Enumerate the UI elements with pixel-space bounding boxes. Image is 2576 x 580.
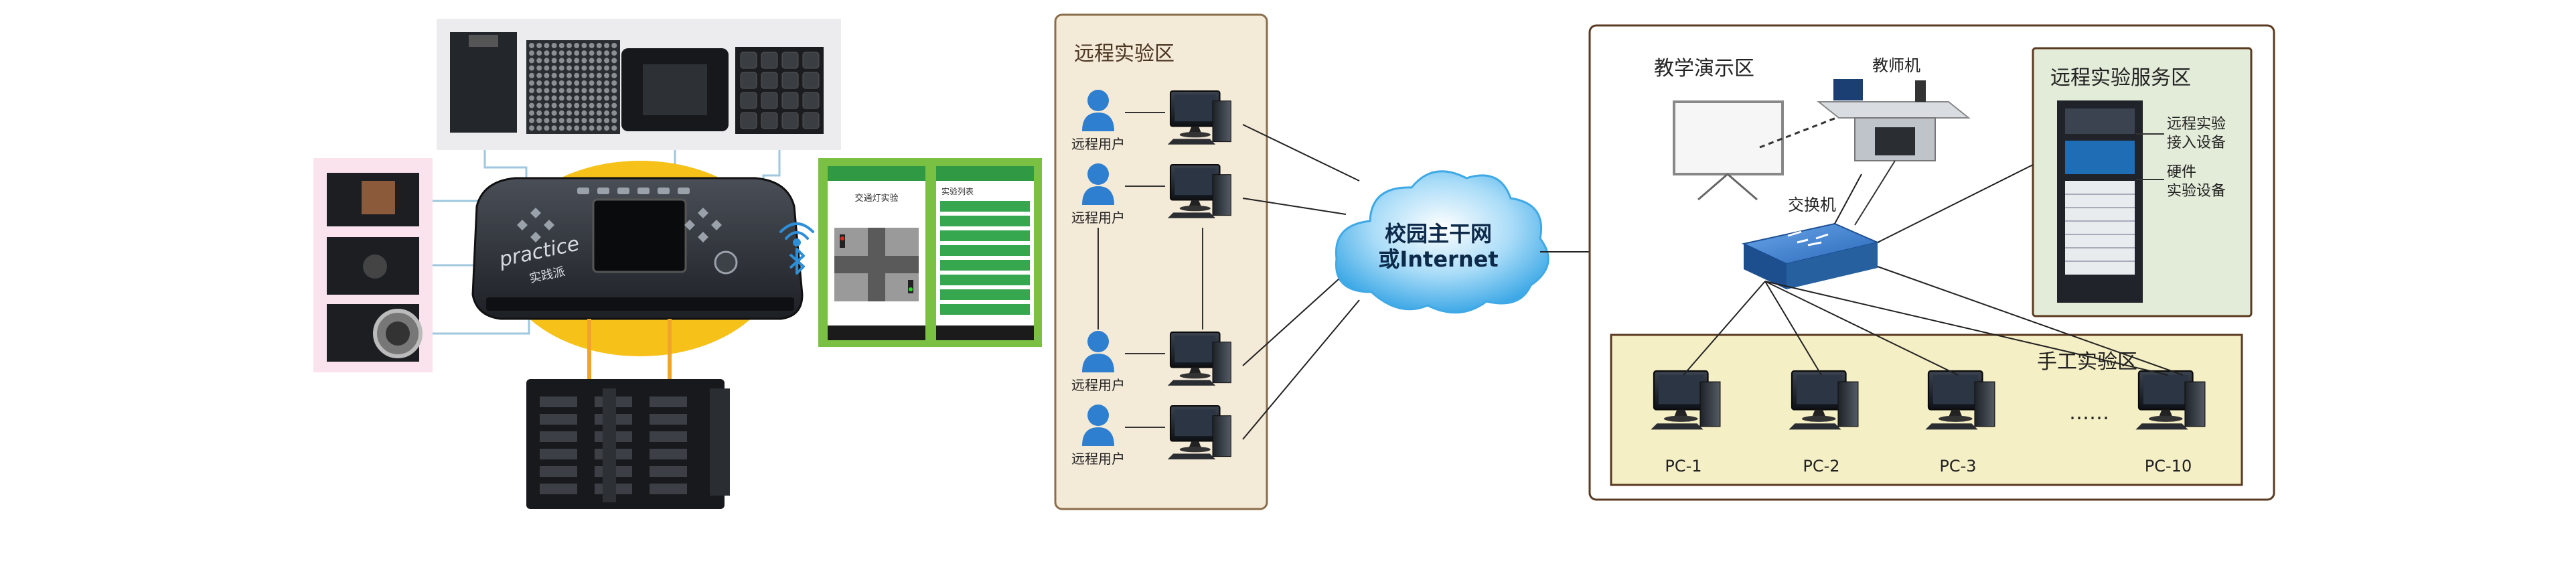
remote-user-icon — [1082, 163, 1114, 205]
backbone-label-line2: 或Internet — [1378, 246, 1498, 272]
device-screen — [592, 198, 687, 273]
remote-links — [1242, 124, 1360, 440]
remote-zone-title: 远程实验区 — [1074, 42, 1175, 66]
phone-right-title: 实验列表 — [941, 186, 974, 196]
remote-computer — [1167, 331, 1231, 386]
traffic-light-scene — [834, 228, 919, 301]
remote-computer — [1167, 90, 1231, 145]
pc-label: PC-10 — [2145, 457, 2192, 476]
network-switch — [1741, 222, 1880, 289]
remote-access-device-label-2: 接入设备 — [2167, 135, 2226, 151]
backbone-label-line1: 校园主干网 — [1385, 221, 1492, 246]
remote-user-label: 远程用户 — [1071, 451, 1125, 467]
switch-to-pc-link — [1764, 281, 1959, 376]
remote-user-label: 远程用户 — [1071, 377, 1125, 393]
lab-pc — [1925, 370, 1995, 430]
pc-label: PC-1 — [1665, 457, 1701, 476]
phone-left-title: 交通灯实验 — [854, 193, 898, 204]
bluetooth-icon — [789, 248, 805, 275]
lab-pc — [1651, 370, 1721, 430]
remote-user-icon — [1082, 405, 1114, 446]
hardware-kit-illustration: practice 实践派 交通灯实验 — [313, 19, 1042, 509]
remote-user-label: 远程用户 — [1071, 136, 1125, 152]
remote-user-label: 远程用户 — [1071, 210, 1125, 226]
lab-pc — [2135, 370, 2206, 430]
device-knob — [714, 250, 738, 275]
teacher-machine-label: 教师机 — [1872, 56, 1920, 75]
switch-to-pc-link — [1764, 281, 1822, 376]
switch-label: 交换机 — [1788, 196, 1836, 214]
teacher-podium — [1817, 79, 1971, 161]
remote-computer — [1167, 163, 1231, 218]
module-connector-board — [450, 32, 517, 133]
remote-user-icon — [1082, 90, 1114, 131]
teaching-zone-title: 教学演示区 — [1654, 57, 1754, 80]
module-led-matrix — [526, 40, 620, 134]
pc-ellipsis: …… — [2069, 401, 2109, 425]
hardware-device-label-2: 实验设备 — [2167, 183, 2226, 200]
manual-zone-title: 手工实验区 — [2037, 350, 2137, 374]
remote-access-device-label-1: 远程实验 — [2167, 116, 2226, 133]
switch-to-pc-link — [1764, 281, 2169, 376]
campus-network-cloud: 校园主干网 或Internet — [1335, 170, 1549, 314]
pc-label: PC-3 — [1939, 457, 1976, 476]
pc-label: PC-2 — [1803, 457, 1839, 476]
remote-user-icon — [1082, 331, 1114, 372]
remote-computer — [1167, 405, 1231, 459]
wifi-icon — [779, 222, 814, 246]
campus-zone: 教学演示区 教师机 交换机 远程实验服务区 — [1588, 24, 2275, 501]
server-rack — [2057, 100, 2143, 303]
hardware-device-label-1: 硬件 — [2167, 164, 2196, 181]
projector-screen — [1673, 100, 1784, 201]
switch-to-pc-link — [1683, 281, 1766, 376]
service-zone-title: 远程实验服务区 — [2050, 66, 2191, 90]
